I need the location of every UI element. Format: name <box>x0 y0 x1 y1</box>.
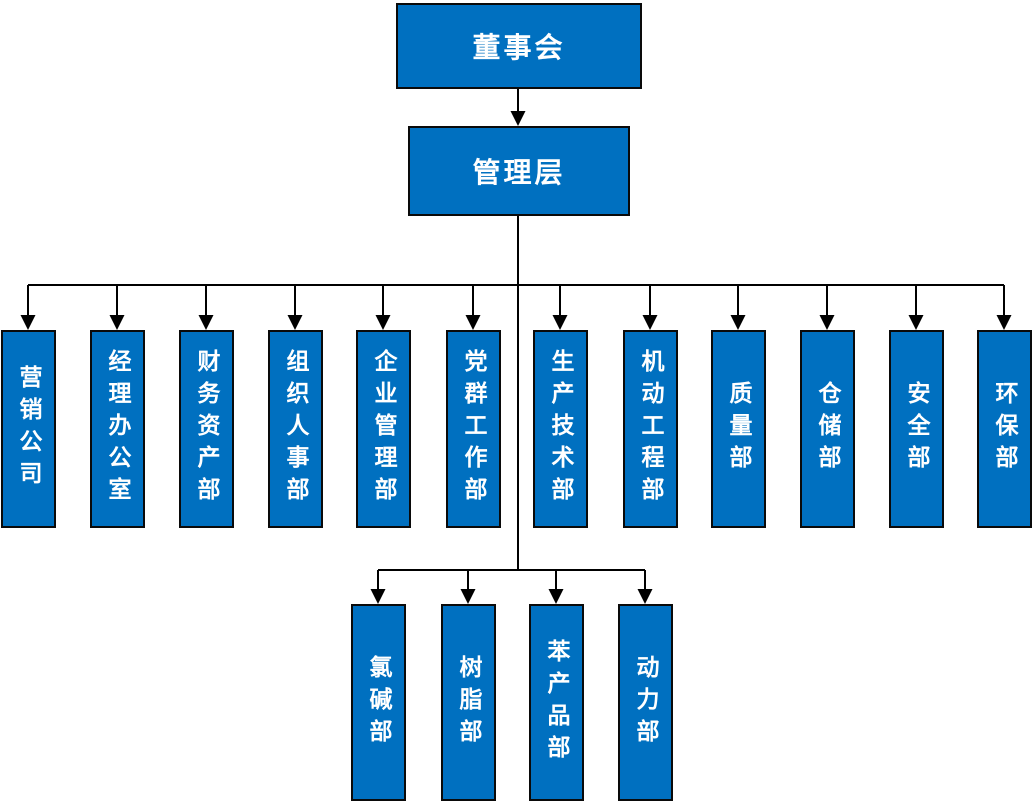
node-label: 组织人事部 <box>282 349 309 509</box>
node-label: 财务资产部 <box>193 349 220 509</box>
node-dept-benzene-products: 苯产品部 <box>529 604 584 801</box>
node-dept-party-mass-work: 党群工作部 <box>446 330 501 528</box>
node-label: 安全部 <box>903 381 930 477</box>
node-dept-chlor-alkali: 氯碱部 <box>351 604 406 801</box>
node-dept-mobile-engineering: 机动工程部 <box>623 330 678 528</box>
node-label: 企业管理部 <box>370 349 397 509</box>
node-dept-marketing-company: 营销公司 <box>1 330 56 528</box>
node-label: 氯碱部 <box>365 654 392 751</box>
node-dept-environmental: 环保部 <box>977 330 1032 528</box>
node-dept-production-tech: 生产技术部 <box>533 330 588 528</box>
node-label: 董事会 <box>472 31 566 64</box>
node-dept-power: 动力部 <box>618 604 673 801</box>
node-label: 管理层 <box>472 156 566 189</box>
node-management-layer: 管理层 <box>408 126 630 216</box>
node-label: 动力部 <box>632 654 659 751</box>
node-label: 经理办公室 <box>104 349 131 509</box>
node-dept-finance-assets: 财务资产部 <box>179 330 234 528</box>
node-dept-warehousing: 仓储部 <box>800 330 855 528</box>
node-board-of-directors: 董事会 <box>396 3 642 89</box>
node-dept-manager-office: 经理办公室 <box>90 330 145 528</box>
node-label: 生产技术部 <box>547 349 574 509</box>
node-label: 仓储部 <box>814 381 841 477</box>
node-dept-enterprise-mgmt: 企业管理部 <box>356 330 411 528</box>
node-label: 党群工作部 <box>460 349 487 509</box>
node-dept-org-personnel: 组织人事部 <box>268 330 323 528</box>
node-label: 营销公司 <box>15 365 42 493</box>
node-dept-quality: 质量部 <box>711 330 766 528</box>
node-label: 质量部 <box>725 381 752 477</box>
node-label: 环保部 <box>991 381 1018 477</box>
node-label: 苯产品部 <box>543 638 570 767</box>
node-label: 机动工程部 <box>637 349 664 509</box>
node-dept-resin: 树脂部 <box>441 604 496 801</box>
node-label: 树脂部 <box>455 654 482 751</box>
node-dept-safety: 安全部 <box>889 330 944 528</box>
